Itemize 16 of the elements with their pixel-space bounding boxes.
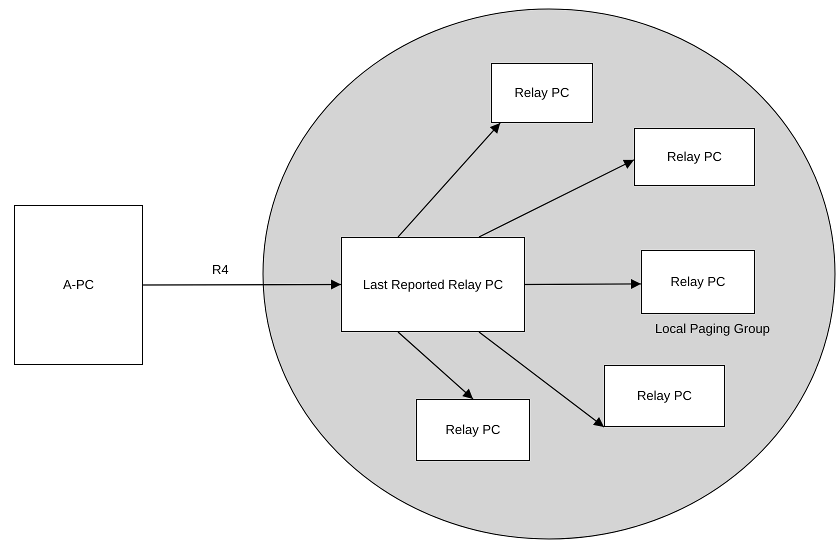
arrow [398, 332, 474, 400]
edge-label: R4 [210, 262, 231, 277]
arrow [478, 159, 634, 238]
arrow [478, 332, 604, 428]
group-ellipse [262, 8, 836, 540]
arrow [143, 280, 341, 290]
process-box: Relay PC [491, 63, 593, 123]
arrow [525, 278, 641, 289]
process-box: Relay PC [604, 365, 725, 427]
process-box: A-PC [14, 205, 143, 365]
group-label: Local Paging Group [655, 320, 770, 338]
process-box: Relay PC [641, 250, 755, 314]
process-box: Relay PC [634, 128, 755, 186]
arrow [398, 122, 501, 238]
process-box: Relay PC [416, 399, 530, 461]
process-box: Last Reported Relay PC [341, 237, 525, 332]
